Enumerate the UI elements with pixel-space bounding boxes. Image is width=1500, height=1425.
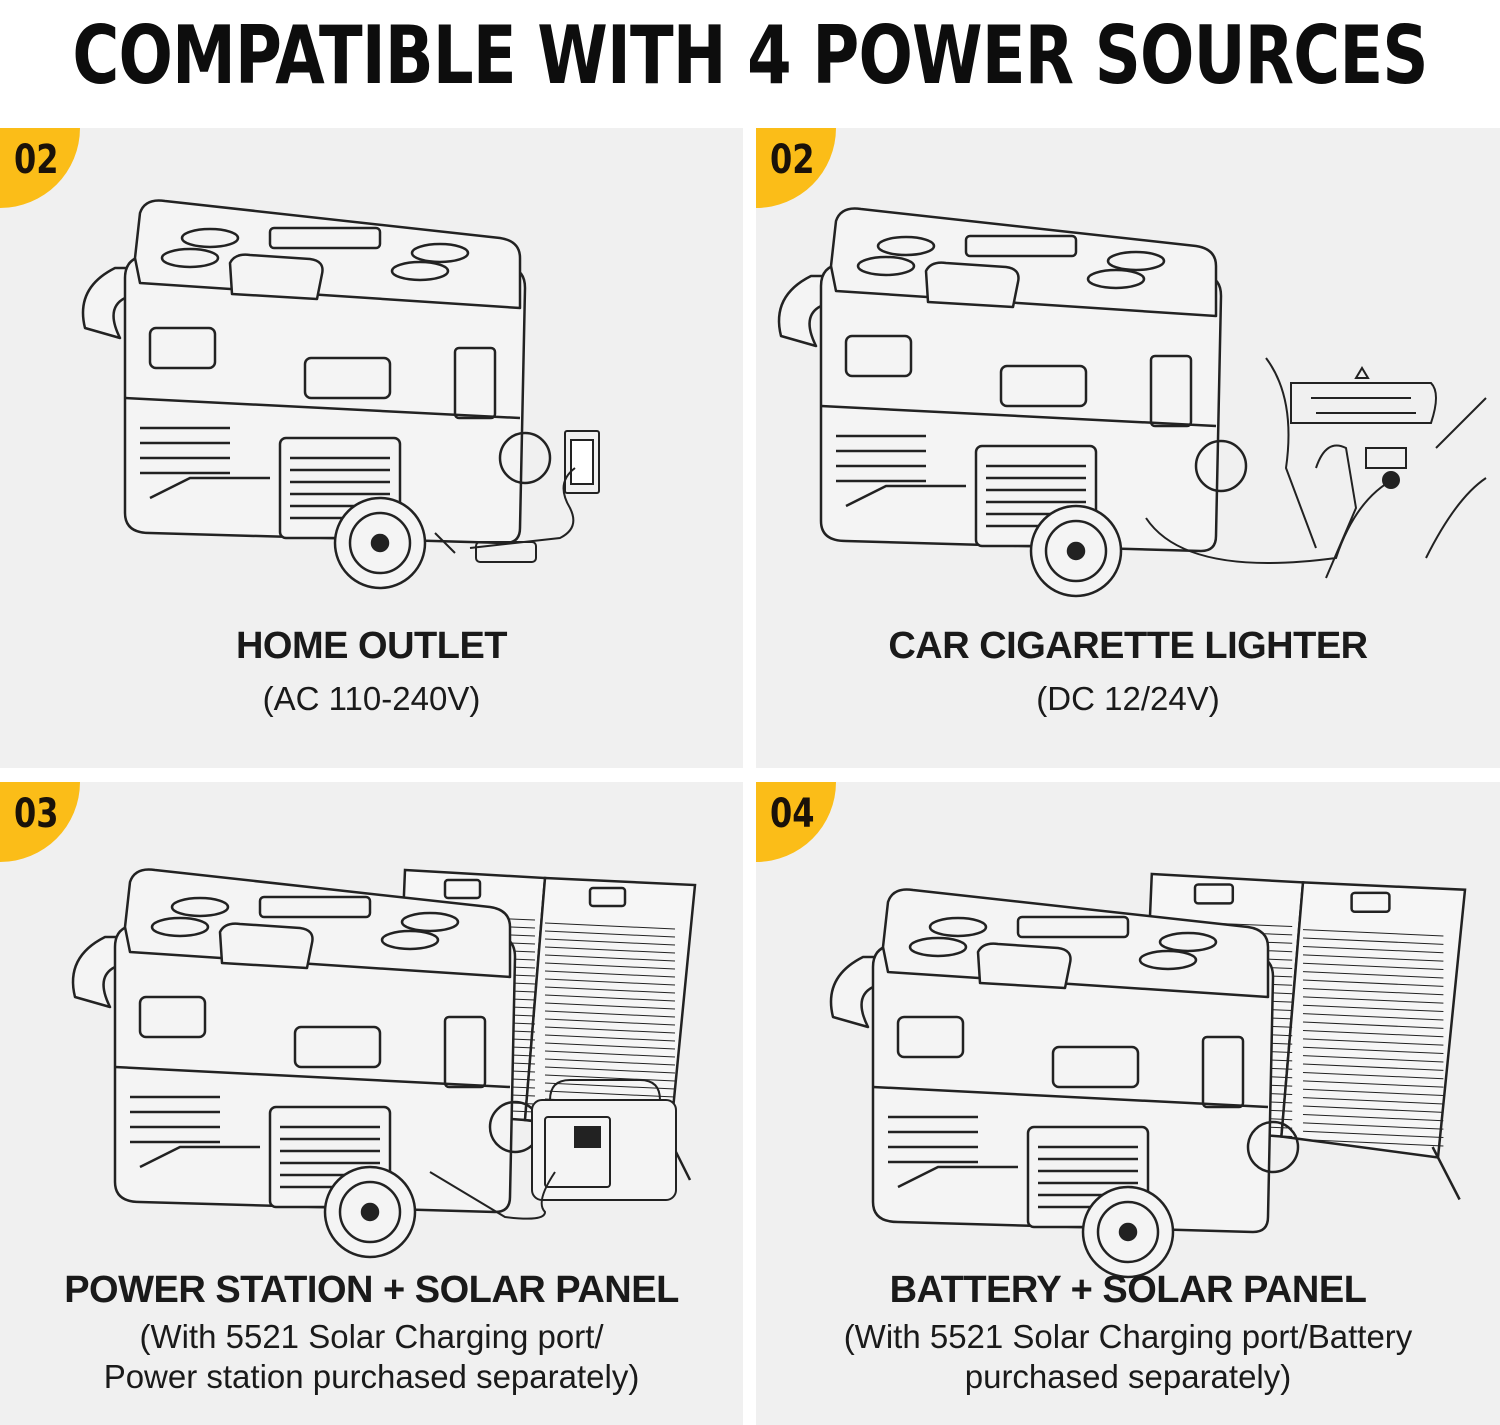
panel-subtitle: purchased separately) xyxy=(964,1358,1292,1395)
panel-car-lighter: 02 CAR CIGARETTE LIGHTER (DC 12/24V) xyxy=(756,128,1500,768)
cooler-car-illustration xyxy=(756,128,1500,768)
cooler-drawing xyxy=(779,209,1246,597)
badge-number: 04 xyxy=(770,791,815,837)
panel-subtitle: (With 5521 Solar Charging port/Battery xyxy=(843,1318,1413,1355)
panel-home-outlet: 02 HOME OUTLET (AC 110-240V) xyxy=(0,128,743,768)
cooler-power-station-illustration xyxy=(0,782,743,1425)
panel-subtitle: (AC 110-240V) xyxy=(262,680,481,717)
panel-heading: HOME OUTLET xyxy=(235,625,508,667)
panel-heading: BATTERY + SOLAR PANEL xyxy=(889,1269,1367,1311)
panel-power-station-solar: 03 POWER STATION + SOLAR PANEL (With 552… xyxy=(0,782,743,1425)
badge-number: 02 xyxy=(770,137,815,183)
panel-heading: CAR CIGARETTE LIGHTER xyxy=(888,625,1368,667)
badge-number: 03 xyxy=(14,791,59,837)
panel-subtitle: (With 5521 Solar Charging port/ xyxy=(139,1318,604,1355)
cooler-outlet-illustration xyxy=(0,128,743,768)
cooler-battery-illustration xyxy=(756,782,1500,1425)
cooler-drawing xyxy=(73,870,540,1258)
cooler-drawing xyxy=(83,201,550,589)
cooler-drawing xyxy=(831,890,1298,1278)
page-title: COMPATIBLE WITH 4 POWER SOURCES xyxy=(72,9,1428,102)
panel-heading: POWER STATION + SOLAR PANEL xyxy=(64,1269,679,1311)
panel-battery-solar: 04 BATTERY + SOLAR PANEL (With 5521 Sola… xyxy=(756,782,1500,1425)
page-header: COMPATIBLE WITH 4 POWER SOURCES xyxy=(0,0,1500,124)
panel-subtitle: (DC 12/24V) xyxy=(1036,680,1220,717)
badge-number: 02 xyxy=(14,137,59,183)
panel-subtitle: Power station purchased separately) xyxy=(103,1358,640,1395)
